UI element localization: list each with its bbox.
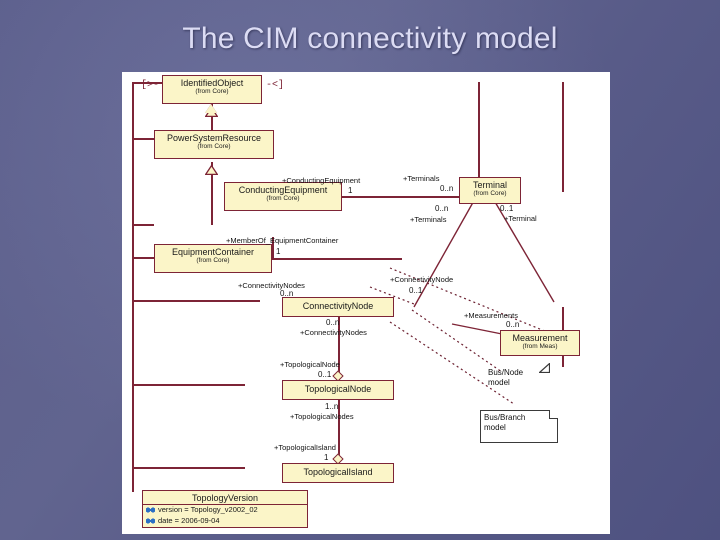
note-busNodeModel[interactable]: Bus/Node model	[488, 363, 551, 390]
left-spine-branch-ec	[132, 257, 154, 259]
note-fold-corner	[525, 363, 551, 374]
assoc-line-tn-ti	[338, 398, 340, 465]
generalization-arrow-ce-psr	[204, 162, 219, 176]
assoc-stem-ec	[272, 237, 274, 258]
note-line1: Bus/Node	[488, 368, 524, 377]
multiplicity-7: 0..1	[409, 286, 423, 295]
class-measurement[interactable]: Measurement (from Meas)	[500, 330, 580, 356]
multiplicity-5: 1	[276, 247, 281, 256]
navigable-left-icon: [>-	[141, 80, 160, 91]
multiplicity-11: 1..n	[325, 402, 339, 411]
diagram-panel: IdentifiedObject (from Core) PowerSystem…	[122, 72, 610, 534]
left-spine-branch-tn	[132, 384, 245, 386]
multiplicity-8: 0..n	[326, 318, 340, 327]
assoc-line-cn-tn	[338, 315, 340, 382]
class-conductingEquipment[interactable]: ConductingEquipment (from Core)	[224, 182, 342, 211]
class-separator	[143, 504, 307, 506]
class-topologicalIsland[interactable]: TopologicalIsland	[282, 463, 394, 483]
role-label-topologicalNode: +TopologicalNode	[280, 360, 340, 369]
note-line2: model	[484, 423, 506, 432]
attribute-icon	[146, 507, 155, 515]
multiplicity-1: 1	[348, 186, 353, 195]
class-connectivityNode[interactable]: ConnectivityNode	[282, 297, 394, 317]
assoc-line-ce-terminal	[286, 196, 466, 198]
role-label-connectivityNodes-left: +ConnectivityNodes	[238, 281, 305, 290]
class-topologyVersion[interactable]: TopologyVersion version = Topology_v2002…	[142, 490, 308, 528]
class-name: TopologicalIsland	[303, 467, 373, 478]
class-name: EquipmentContainer	[171, 247, 255, 257]
class-package: (from Core)	[266, 195, 300, 203]
role-label-topologicalIsland: +TopologicalIsland	[274, 443, 336, 452]
class-package: (from Meas)	[522, 343, 558, 351]
class-terminal[interactable]: Terminal (from Core)	[459, 177, 521, 204]
role-label-connectivityNodes-bottom: +ConnectivityNodes	[300, 328, 367, 337]
role-label-measurements: +Measurements	[464, 311, 518, 320]
role-label-terminals-bottom: +Terminals	[410, 215, 447, 224]
note-line2: model	[488, 378, 510, 387]
class-identifiedObject[interactable]: IdentifiedObject (from Core)	[162, 75, 262, 104]
class-name: IdentifiedObject	[180, 78, 244, 88]
class-name: TopologicalNode	[304, 384, 372, 395]
class-package: (from Core)	[195, 88, 229, 96]
multiplicity-4: 0..1	[500, 204, 514, 213]
left-spine-line	[132, 82, 134, 492]
role-label-memberOfEquipmentContainer: +MemberOf_EquipmentContainer	[226, 236, 339, 245]
class-name: ConductingEquipment	[238, 185, 328, 195]
role-label-conductingEquipment: +ConductingEquipment	[282, 176, 361, 185]
note-line1: Bus/Branch	[484, 413, 526, 422]
attribute-icon	[146, 517, 155, 525]
left-spine-top	[132, 82, 170, 84]
multiplicity-10: 0..1	[318, 370, 332, 379]
attribute-label: date = 2006-09-04	[158, 515, 220, 525]
class-name: PowerSystemResource	[166, 133, 262, 143]
terminal-upper-stem	[478, 82, 480, 186]
class-name: Terminal	[472, 180, 507, 190]
role-label-terminal: +Terminal	[504, 214, 537, 223]
uml-class-diagram: IdentifiedObject (from Core) PowerSystem…	[122, 72, 610, 534]
right-rule-upper	[562, 82, 564, 192]
multiplicity-6: 0..n	[280, 289, 294, 298]
attribute-label: version = Topology_v2002_02	[158, 505, 258, 515]
class-name: ConnectivityNode	[302, 301, 374, 312]
note-fold-corner	[549, 410, 558, 419]
class-name: TopologyVersion	[191, 493, 259, 503]
assoc-line-cn-left	[132, 300, 260, 302]
class-topologicalNode[interactable]: TopologicalNode	[282, 380, 394, 400]
multiplicity-2: 0..n	[440, 184, 454, 193]
class-powerSystemResource[interactable]: PowerSystemResource (from Core)	[154, 130, 274, 159]
class-package: (from Core)	[197, 143, 231, 151]
role-label-terminals-top: +Terminals	[403, 174, 440, 183]
role-label-connectivityNode: +ConnectivityNode	[390, 275, 454, 284]
class-package: (from Core)	[473, 190, 507, 198]
page-title: The CIM connectivity model	[182, 22, 558, 55]
multiplicity-9: 0..n	[506, 320, 520, 329]
left-spine-branch-ti	[132, 467, 245, 469]
role-label-topologicalNodes: +TopologicalNodes	[290, 412, 354, 421]
navigable-right-icon: -<]	[266, 80, 285, 91]
generalization-arrow-psr-io	[205, 104, 217, 113]
class-package: (from Core)	[196, 257, 230, 265]
dependency-lines	[369, 189, 555, 405]
generalization-stem-ce	[211, 172, 213, 194]
multiplicity-12: 1	[324, 453, 329, 462]
assoc-line-ec	[272, 258, 402, 260]
attribute-row: date = 2006-09-04	[143, 516, 307, 527]
class-name: Measurement	[512, 333, 568, 343]
attribute-row: version = Topology_v2002_02	[143, 505, 307, 516]
note-busBranchModel[interactable]: Bus/Branch model	[480, 410, 558, 443]
multiplicity-3: 0..n	[435, 204, 449, 213]
left-spine-branch-ce	[132, 224, 154, 226]
left-spine-branch-psr	[132, 138, 154, 140]
class-equipmentContainer[interactable]: EquipmentContainer (from Core)	[154, 244, 272, 273]
